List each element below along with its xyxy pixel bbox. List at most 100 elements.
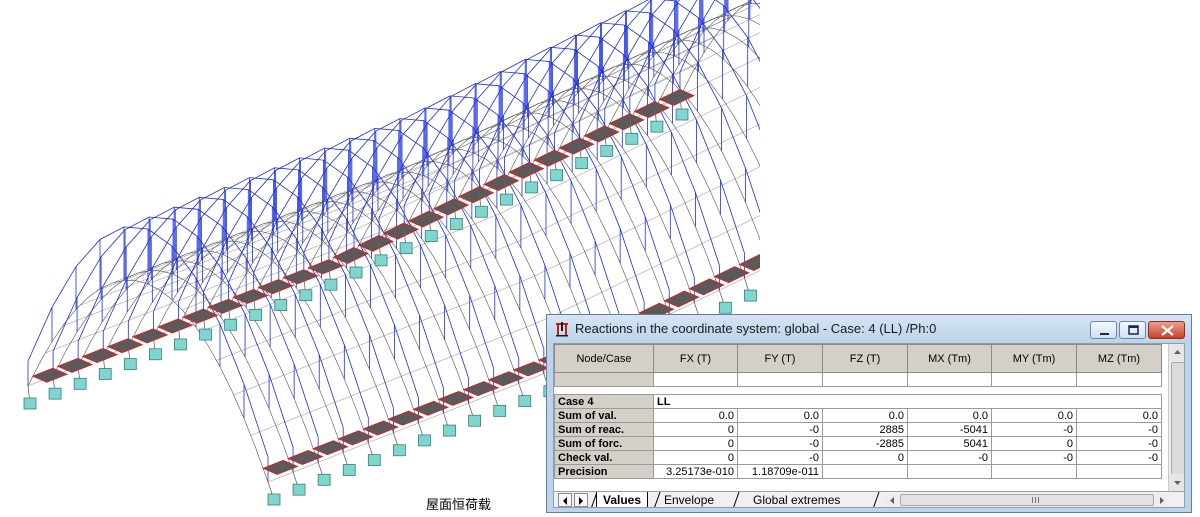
column-header-fz[interactable]: FZ (T) — [822, 344, 908, 373]
close-button[interactable] — [1148, 321, 1185, 339]
load-envelope — [52, 216, 294, 448]
scroll-right-arrow-icon[interactable] — [1156, 494, 1168, 507]
table-cell[interactable]: -0 — [1076, 436, 1162, 451]
table-cell[interactable] — [991, 464, 1077, 479]
table-row: Sum of reac. 0 -0 2885 -5041 -0 -0 — [554, 422, 1162, 437]
row-header[interactable]: Sum of forc. — [554, 436, 654, 451]
column-header-mx[interactable]: MX (Tm) — [907, 344, 992, 373]
table-cell[interactable] — [1076, 464, 1162, 479]
table-cell[interactable]: -0 — [907, 450, 992, 465]
table-cell[interactable]: 0 — [991, 436, 1077, 451]
support-cube — [123, 358, 137, 371]
tab-values[interactable]: Values — [596, 492, 649, 507]
row-header[interactable] — [554, 372, 654, 387]
arch-frame — [328, 161, 570, 364]
edge-panel — [357, 234, 395, 252]
support-cube — [443, 424, 456, 437]
table-cell[interactable]: -0 — [991, 422, 1077, 437]
support-cube — [474, 205, 488, 218]
mesh-line — [62, 36, 715, 327]
load-envelope — [654, 0, 698, 85]
column-header-my[interactable]: MY (Tm) — [991, 344, 1077, 373]
scroll-up-arrow-icon[interactable] — [1169, 344, 1184, 361]
horizontal-scroll-thumb[interactable] — [900, 494, 1154, 506]
scroll-down-arrow-icon[interactable] — [1169, 474, 1184, 491]
table-cell[interactable]: -0 — [737, 450, 823, 465]
column-header-node-case[interactable]: Node/Case — [554, 344, 654, 373]
table-cell[interactable]: 0.0 — [822, 408, 908, 423]
table-cell[interactable]: 0.0 — [737, 408, 823, 423]
table-cell[interactable] — [737, 372, 823, 387]
table-cell[interactable] — [822, 372, 908, 387]
table-cell[interactable] — [1076, 372, 1162, 387]
table-cell[interactable]: -2885 — [822, 436, 908, 451]
row-header[interactable]: Sum of val. — [554, 408, 654, 423]
support-cube — [267, 493, 281, 506]
support-cube — [518, 395, 532, 407]
table-cell[interactable]: 1.18709e-011 — [737, 464, 823, 479]
edge-panel — [487, 371, 525, 387]
load-envelope — [102, 196, 344, 428]
table-cell[interactable]: 0.0 — [991, 408, 1077, 423]
support-cube — [744, 289, 757, 302]
column-header-fy[interactable]: FY (T) — [737, 344, 823, 373]
case-name-cell[interactable]: LL — [653, 394, 1162, 409]
tab-global-extremes[interactable]: Global extremes — [753, 493, 841, 507]
window-titlebar[interactable]: Reactions in the coordinate system: glob… — [547, 315, 1191, 343]
column-header-fx[interactable]: FX (T) — [653, 344, 738, 373]
table-cell[interactable] — [991, 372, 1077, 387]
table-cell[interactable]: 3.25173e-010 — [653, 464, 738, 479]
table-cell[interactable]: -0 — [737, 422, 823, 437]
table-cell[interactable]: 0.0 — [1076, 408, 1162, 423]
vertical-scroll-thumb[interactable] — [1171, 362, 1184, 476]
support-cube — [449, 217, 463, 230]
table-spacer — [554, 386, 1162, 395]
table-cell[interactable]: -0 — [1076, 422, 1162, 437]
edge-panel — [31, 367, 69, 383]
scroll-left-arrow-icon[interactable] — [886, 494, 898, 507]
structure-viewport[interactable] — [0, 0, 760, 517]
row-header[interactable]: Sum of reac. — [554, 422, 654, 437]
minimize-button[interactable] — [1090, 321, 1117, 339]
maximize-button[interactable] — [1119, 321, 1146, 339]
support-cube — [224, 318, 238, 331]
load-envelope — [604, 0, 760, 109]
vertical-scrollbar[interactable] — [1168, 344, 1184, 491]
table-cell[interactable]: -0 — [1076, 450, 1162, 465]
row-header[interactable]: Check val. — [554, 450, 654, 465]
table-cell[interactable] — [822, 464, 908, 479]
column-header-mz[interactable]: MZ (Tm) — [1076, 344, 1162, 373]
table-cell[interactable]: 0 — [653, 436, 738, 451]
table-cell[interactable]: -5041 — [907, 422, 992, 437]
table-cell[interactable]: -0 — [737, 436, 823, 451]
table-cell[interactable] — [907, 464, 992, 479]
table-cell[interactable]: 0 — [822, 450, 908, 465]
tab-prev-button[interactable] — [558, 493, 572, 507]
support-cube — [550, 169, 564, 182]
edge-panel — [261, 459, 299, 475]
support-cube — [324, 278, 338, 291]
load-envelope — [178, 167, 419, 399]
table-cell[interactable]: 0 — [653, 450, 738, 465]
table-cell[interactable]: 0.0 — [907, 408, 992, 423]
horizontal-scrollbar[interactable] — [884, 493, 1169, 507]
support-cube — [23, 397, 37, 410]
table-cell[interactable]: 0.0 — [653, 408, 738, 423]
table-cell[interactable]: -0 — [991, 450, 1077, 465]
row-header[interactable]: Precision — [554, 464, 654, 479]
load-envelope — [253, 137, 495, 369]
row-header-case[interactable]: Case 4 — [554, 394, 654, 409]
edge-panel — [462, 381, 500, 397]
tab-next-button[interactable] — [574, 493, 588, 507]
table-cell[interactable] — [653, 372, 738, 387]
table-cell[interactable]: 2885 — [822, 422, 908, 437]
table-cell[interactable]: 5041 — [907, 436, 992, 451]
support-cube — [342, 464, 356, 476]
table-cell[interactable] — [907, 372, 992, 387]
arch-frame — [604, 27, 760, 134]
table-cell[interactable]: 0 — [653, 422, 738, 437]
tab-envelope[interactable]: Envelope — [664, 493, 715, 507]
reactions-window[interactable]: Reactions in the coordinate system: glob… — [546, 314, 1192, 513]
triangle-left-icon — [563, 497, 567, 505]
support-cube — [148, 348, 162, 361]
